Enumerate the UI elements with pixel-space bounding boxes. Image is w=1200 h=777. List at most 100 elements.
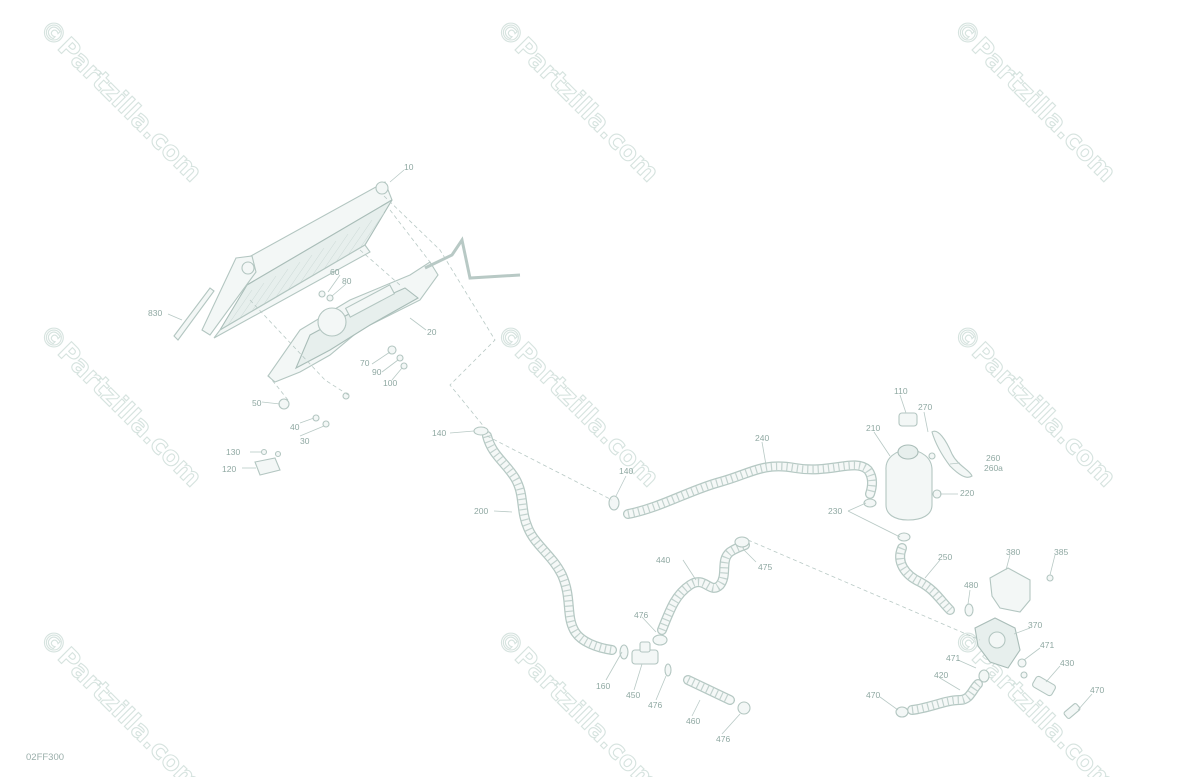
nut — [322, 420, 330, 428]
fan-hub — [317, 307, 347, 337]
callout-250: 250 — [938, 552, 952, 562]
hose-clamp — [897, 532, 911, 542]
hose-440 — [652, 536, 981, 646]
hose-250 — [895, 543, 974, 617]
callout-70: 70 — [360, 358, 370, 368]
leader-lines — [167, 169, 1093, 735]
hose-clamp — [863, 498, 877, 508]
callout-470: 470 — [866, 690, 880, 700]
callout-380: 380 — [1006, 547, 1020, 557]
tee-fitting-assembly — [631, 641, 751, 715]
watermark: ©Partzilla.com — [947, 624, 1122, 777]
watermark: ©Partzilla.com — [33, 14, 208, 189]
o-ring — [1017, 658, 1027, 668]
callout-450: 450 — [626, 690, 640, 700]
callout-440: 440 — [656, 555, 670, 565]
callout-476: 476 — [716, 734, 730, 744]
washer — [278, 398, 290, 410]
thermostat-assembly — [974, 567, 1081, 719]
callout-385: 385 — [1054, 547, 1068, 557]
nut — [400, 362, 408, 370]
watermark: ©Partzilla.com — [947, 14, 1122, 189]
callout-160: 160 — [596, 681, 610, 691]
tee-branch — [639, 641, 651, 653]
callout-370: 370 — [1028, 620, 1042, 630]
hose-clamp — [652, 634, 668, 646]
o-ring — [1020, 671, 1028, 679]
callout-60: 60 — [330, 267, 340, 277]
callout-430: 430 — [1060, 658, 1074, 668]
hose-clamp — [619, 644, 629, 660]
callout-10: 10 — [404, 162, 414, 172]
bolt — [318, 290, 326, 298]
hose-clamp — [737, 701, 751, 715]
clamp — [1063, 703, 1081, 719]
radiator-side-tank — [201, 255, 257, 336]
watermark: ©Partzilla.com — [490, 624, 665, 777]
callout-476: 476 — [634, 610, 648, 620]
hose-clamp — [895, 706, 909, 718]
screw — [260, 448, 268, 456]
callouts: 10 20 30 40 50 60 70 80 90 100 110 120 1… — [148, 162, 1104, 744]
callout-240: 240 — [755, 433, 769, 443]
hose-420 — [895, 669, 990, 718]
watermark: ©Partzilla.com — [33, 319, 208, 494]
callout-460: 460 — [686, 716, 700, 726]
callout-50: 50 — [252, 398, 262, 408]
hose-240 — [486, 435, 877, 519]
fan-bracket — [344, 284, 396, 318]
seal-strip — [173, 287, 215, 341]
mounting-bracket — [254, 457, 281, 476]
spacer — [396, 354, 404, 362]
callout-210: 210 — [866, 423, 880, 433]
callout-100: 100 — [383, 378, 397, 388]
callout-230: 230 — [828, 506, 842, 516]
hose-clamp — [664, 663, 672, 677]
callout-220: 220 — [960, 488, 974, 498]
radiator-assembly — [173, 181, 521, 476]
callout-420: 420 — [934, 670, 948, 680]
callout-471: 471 — [946, 653, 960, 663]
reservoir-neck — [897, 444, 919, 460]
clip — [928, 452, 936, 460]
vent-pipe — [424, 236, 521, 280]
callout-120: 120 — [222, 464, 236, 474]
hose-clamp — [978, 669, 990, 683]
callout-471: 471 — [1040, 640, 1054, 650]
callout-90: 90 — [372, 367, 382, 377]
mounting-bracket — [989, 567, 1031, 613]
callout-30: 30 — [300, 436, 310, 446]
overflow-tube — [931, 430, 973, 478]
radiator-cap-neck — [241, 261, 255, 275]
watermark: ©Partzilla.com — [947, 319, 1122, 494]
reservoir-cap — [898, 412, 918, 427]
screw — [274, 450, 282, 458]
bolt — [326, 294, 334, 302]
callout-475: 475 — [758, 562, 772, 572]
callout-140: 140 — [432, 428, 446, 438]
callout-470: 470 — [1090, 685, 1104, 695]
callout-130: 130 — [226, 447, 240, 457]
screw — [1046, 574, 1054, 582]
watermark: ©Partzilla.com — [490, 14, 665, 189]
callout-80: 80 — [342, 276, 352, 286]
callout-476: 476 — [648, 700, 662, 710]
radiator-mount — [375, 181, 389, 195]
thermostat — [988, 631, 1006, 649]
callout-110: 110 — [894, 386, 908, 396]
hose-clamp — [964, 603, 974, 617]
callout-480: 480 — [964, 580, 978, 590]
hose-clamp — [608, 495, 620, 511]
callout-140: 140 — [619, 466, 633, 476]
hose-200 — [473, 426, 629, 660]
callout-260: 260 — [986, 453, 1000, 463]
watermark: ©Partzilla.com — [490, 319, 665, 494]
diagram-reference-code: 02FF300 — [26, 752, 64, 763]
reservoir-screw — [932, 489, 942, 499]
callout-40: 40 — [290, 422, 300, 432]
callout-830: 830 — [148, 308, 162, 318]
hose-clamp — [734, 536, 750, 548]
callout-20: 20 — [427, 327, 437, 337]
